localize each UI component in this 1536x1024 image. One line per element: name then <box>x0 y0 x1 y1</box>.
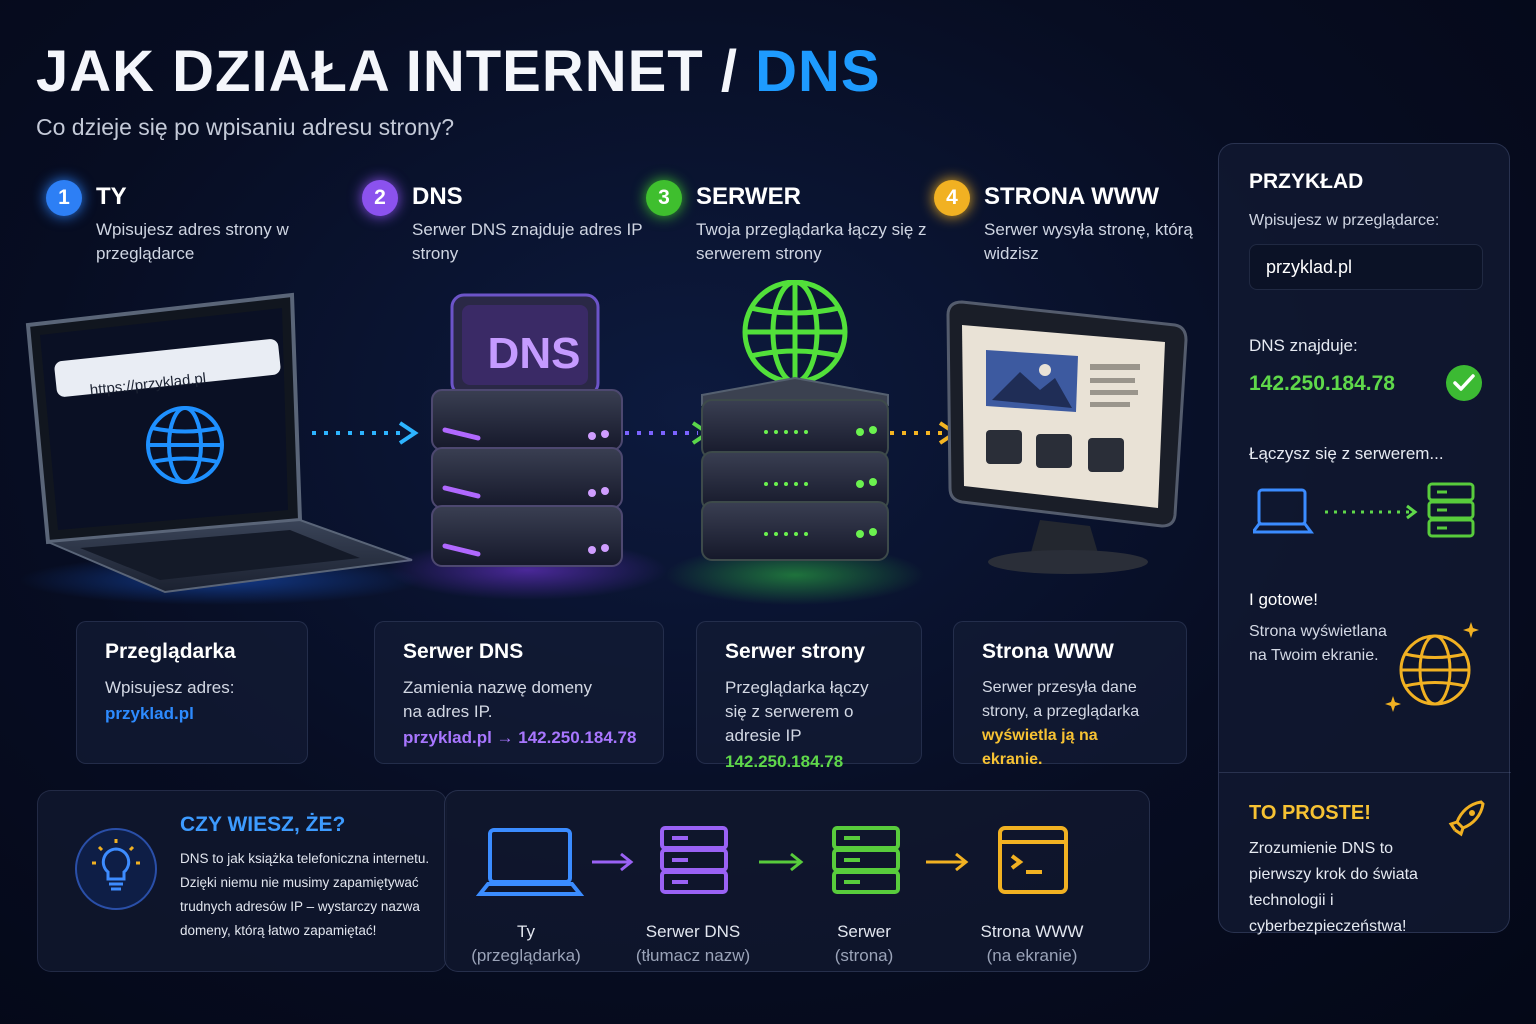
card-desc: Serwer przesyła dane strony, a przegląda… <box>982 676 1158 772</box>
card-value: przyklad.pl <box>105 704 194 723</box>
card-browser: Przeglądarka Wpisujesz adres: przyklad.p… <box>76 621 308 764</box>
flow-sublabel: (strona) <box>834 946 894 965</box>
title-accent: DNS <box>755 39 881 104</box>
flow-label-3: Serwer (strona) <box>774 920 954 968</box>
step-desc: Serwer DNS znajduje adres IP strony <box>412 220 643 263</box>
flow-label: Strona WWW <box>980 922 1084 941</box>
rocket-icon <box>1448 800 1485 837</box>
dns-box-label: DNS <box>488 329 581 378</box>
flow-label: Serwer <box>837 922 891 941</box>
step-name: TY <box>96 183 127 210</box>
card-value: 142.250.184.78 <box>725 752 844 771</box>
arrow-head-icon <box>1406 504 1418 520</box>
card-desc: Zamienia nazwę domeny na adres IP. <box>403 678 592 721</box>
example-dns-label: DNS znajduje: <box>1249 336 1358 355</box>
flow-sublabel: (tłumacz nazw) <box>635 946 751 965</box>
flow-sublabel: (na ekranie) <box>986 946 1078 965</box>
example-done-desc: Strona wyświetlana na Twoim ekranie. <box>1249 623 1387 664</box>
server-icon <box>832 826 900 894</box>
server-icon <box>660 826 728 894</box>
page-subtitle: Co dzieje się po wpisaniu adresu strony? <box>36 114 455 140</box>
did-you-know-text: DNS to jak książka telefoniczna internet… <box>180 851 430 938</box>
card-title: Przeglądarka <box>105 640 236 663</box>
step-number: 4 <box>934 180 970 216</box>
example-input-label: Wpisujesz w przeglądarce: <box>1249 212 1440 229</box>
title-main: JAK DZIAŁA INTERNET / <box>36 39 756 104</box>
sparkle-icon <box>1463 622 1479 638</box>
flow-icons <box>475 826 1068 896</box>
card-value: przyklad.pl → 142.250.184.78 <box>403 728 637 747</box>
flow-label: Ty <box>517 922 535 941</box>
card-desc: Wpisujesz adres: <box>105 678 235 697</box>
monitor-icon <box>946 300 1188 574</box>
example-dns-value: 142.250.184.78 <box>1249 372 1395 395</box>
flow-sublabel: (przeglądarka) <box>471 946 581 965</box>
card-www: Strona WWW Serwer przesyła dane strony, … <box>953 621 1187 768</box>
connection-diagram <box>1253 482 1475 538</box>
flow-label-4: Strona WWW (na ekranie) <box>942 920 1122 968</box>
laptop-icon <box>1253 488 1314 534</box>
did-you-know-title: CZY WIESZ, ŻE? <box>180 813 346 836</box>
card-desc-highlight: wyświetla ją na ekranie. <box>982 727 1098 768</box>
step-name: SERWER <box>696 183 801 210</box>
did-you-know-panel: CZY WIESZ, ŻE? DNS to jak książka telefo… <box>37 790 447 972</box>
step-desc: Twoja przeglądarka łączy się z serwerem … <box>696 220 927 263</box>
dns-server-icon: DNS <box>387 293 667 600</box>
step-number: 1 <box>46 180 82 216</box>
step-desc: Serwer wysyła stronę, którą widzisz <box>984 220 1193 263</box>
lightbulb-icon <box>75 828 157 910</box>
laptop-icon: https://przyklad.pl <box>20 292 420 605</box>
flow-label: Serwer DNS <box>645 922 741 941</box>
illustration: https://przyklad.pl DNS <box>20 280 1188 605</box>
example-connect-label: Łączysz się z serwerem... <box>1249 444 1444 463</box>
example-address-field: przyklad.pl <box>1249 244 1483 290</box>
card-desc-start: Serwer przesyła dane strony, a przegląda… <box>982 679 1140 720</box>
simple-desc: Zrozumienie DNS to pierwszy krok do świa… <box>1249 840 1418 935</box>
check-icon <box>1446 365 1482 401</box>
flow-label-2: Serwer DNS (tłumacz nazw) <box>603 920 783 968</box>
card-desc: Przeglądarka łączy się z serwerem o adre… <box>725 678 869 745</box>
card-title: Strona WWW <box>982 640 1114 663</box>
step-name: STRONA WWW <box>984 183 1160 210</box>
flow-label-1: Ty (przeglądarka) <box>436 920 616 968</box>
example-panel: PRZYKŁAD Wpisujesz w przeglądarce: przyk… <box>1218 143 1511 935</box>
arrow-head-icon <box>398 421 419 445</box>
card-server: Serwer strony Przeglądarka łączy się z s… <box>696 621 922 771</box>
step-name: DNS <box>412 183 463 210</box>
step-number: 3 <box>646 180 682 216</box>
sparkle-icon <box>1385 696 1401 712</box>
simple-title: TO PROSTE! <box>1249 802 1371 824</box>
web-server-icon <box>665 280 925 605</box>
card-title: Serwer DNS <box>403 640 524 663</box>
browser-window-icon <box>998 826 1068 894</box>
divider <box>1219 772 1511 773</box>
step-number: 2 <box>362 180 398 216</box>
laptop-icon <box>475 828 585 896</box>
step-desc: Wpisujesz adres strony w przeglądarce <box>96 220 289 263</box>
example-done-title: I gotowe! <box>1249 590 1318 609</box>
arrow-right-icon <box>592 852 634 872</box>
example-title: PRZYKŁAD <box>1249 170 1364 193</box>
server-icon <box>1427 482 1475 538</box>
globe-icon <box>1385 622 1479 712</box>
card-title: Serwer strony <box>725 640 866 663</box>
page-title: JAK DZIAŁA INTERNET / DNS <box>36 38 881 105</box>
arrow-right-icon <box>759 852 804 872</box>
arrow-right-icon <box>926 852 969 872</box>
card-dns: Serwer DNS Zamienia nazwę domeny na adre… <box>374 621 664 764</box>
